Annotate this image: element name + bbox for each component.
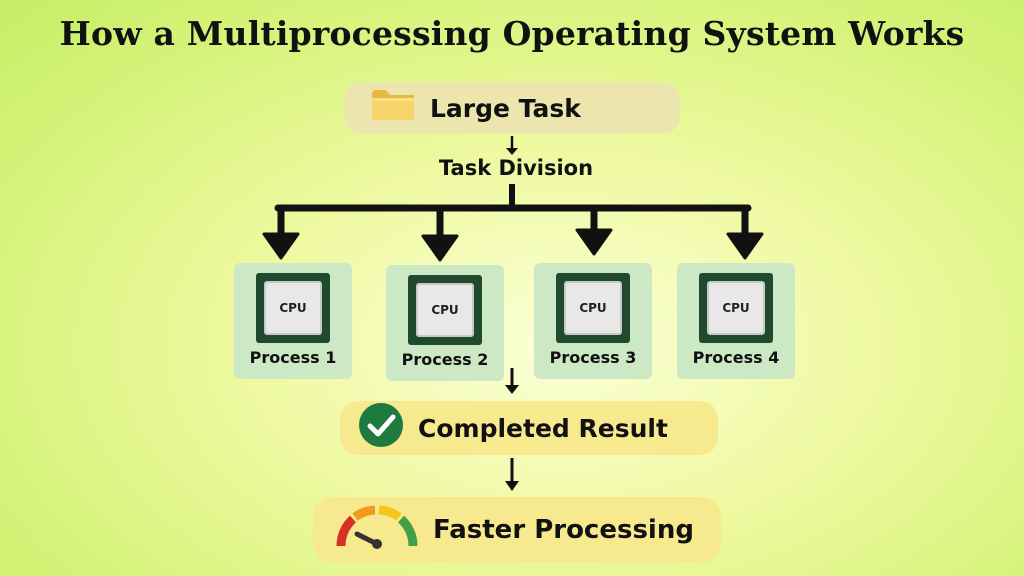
process-label: Process 2 — [401, 350, 489, 369]
cpu-chip-icon: CPU — [556, 273, 630, 343]
speedometer-icon — [335, 504, 419, 557]
checkmark-icon — [358, 402, 404, 454]
process-label: Process 3 — [549, 348, 637, 367]
folder-icon — [370, 87, 416, 129]
cpu-chip-label: CPU — [707, 281, 765, 335]
large-task-label: Large Task — [430, 93, 581, 123]
completed-result-label: Completed Result — [418, 413, 668, 443]
cpu-chip-icon: CPU — [256, 273, 330, 343]
process-box-1: CPU Process 1 — [234, 263, 352, 379]
process-box-3: CPU Process 3 — [534, 263, 652, 379]
page-title: How a Multiprocessing Operating System W… — [59, 14, 965, 53]
large-task-box: Large Task — [344, 82, 680, 134]
task-division-label: Task Division — [438, 156, 594, 180]
process-box-4: CPU Process 4 — [677, 263, 795, 379]
process-label: Process 1 — [249, 348, 337, 367]
cpu-chip-icon: CPU — [699, 273, 773, 343]
process-label: Process 4 — [692, 348, 780, 367]
process-box-2: CPU Process 2 — [386, 265, 504, 381]
completed-result-box: Completed Result — [340, 401, 718, 455]
cpu-chip-label: CPU — [564, 281, 622, 335]
cpu-chip-label: CPU — [416, 283, 474, 337]
cpu-chip-icon: CPU — [408, 275, 482, 345]
faster-processing-box: Faster Processing — [313, 497, 721, 563]
faster-processing-label: Faster Processing — [433, 515, 694, 545]
cpu-chip-label: CPU — [264, 281, 322, 335]
